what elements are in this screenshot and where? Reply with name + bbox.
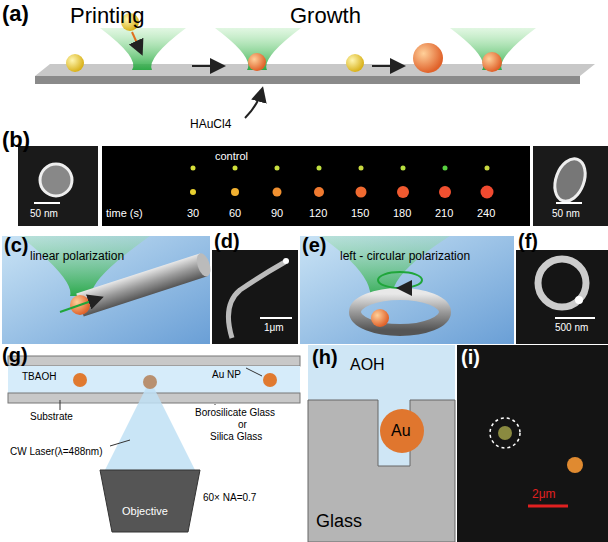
sem-nanowire	[212, 250, 298, 344]
figure-label: Au NP	[212, 369, 241, 380]
figure-label: Growth	[290, 4, 361, 28]
figure-label: 120	[309, 207, 327, 219]
panel-label: (d)	[214, 230, 240, 252]
figure-label: left - circular polarization	[340, 250, 470, 263]
figure-label: 500 nm	[555, 322, 588, 333]
dark-field-image	[457, 345, 608, 542]
figure-label: Printing	[70, 4, 145, 28]
figure-label: 180	[393, 207, 411, 219]
figure-label: AOH	[350, 356, 385, 374]
figure-label: Borosilicate Glass	[195, 407, 275, 418]
figure-label: 50 nm	[552, 208, 580, 219]
figure-label: 60	[229, 207, 241, 219]
figure-label: linear polarization	[30, 250, 124, 263]
figure-label: Objective	[122, 505, 168, 517]
figure-label: 150	[351, 207, 369, 219]
panel-label: (i)	[461, 346, 480, 368]
figure-label: control	[215, 150, 248, 162]
optical-image-strip	[18, 146, 608, 226]
figure-label: Au	[391, 422, 411, 440]
figure-label: 2μm	[532, 488, 556, 501]
figure-label: CW Laser(λ=488nm)	[10, 446, 103, 457]
panel-label: (f)	[518, 230, 538, 252]
figure-label: HAuCl4	[190, 118, 231, 131]
panel-label: (b)	[2, 128, 30, 152]
panel-label: (c)	[4, 234, 28, 256]
figure-label: 240	[477, 207, 495, 219]
figure-label: 1μm	[264, 322, 284, 333]
sem-nanoring	[516, 250, 608, 344]
panel-label: (a)	[2, 2, 29, 26]
figure-label: or	[238, 419, 247, 430]
panel-label: (g)	[2, 344, 28, 366]
printing-growth-schematic	[35, 13, 595, 118]
figure-label: 90	[271, 207, 283, 219]
figure-label: 30	[187, 207, 199, 219]
panel-label: (e)	[302, 234, 326, 256]
etching-schematic	[308, 345, 455, 542]
figure-label: Glass	[316, 512, 362, 532]
figure-label: 50 nm	[30, 208, 58, 219]
figure-label: 60× NA=0.7	[203, 492, 256, 503]
panel-label: (h)	[312, 346, 338, 368]
nanowire-schematic	[2, 236, 213, 344]
figure-label: 210	[435, 207, 453, 219]
figure-label: Substrate	[30, 411, 73, 422]
setup-schematic	[8, 356, 300, 532]
figure-label: time (s)	[106, 207, 143, 219]
figure-label: Silica Glass	[210, 431, 262, 442]
nanoring-schematic	[300, 236, 514, 344]
figure-label: TBAOH	[22, 371, 56, 382]
